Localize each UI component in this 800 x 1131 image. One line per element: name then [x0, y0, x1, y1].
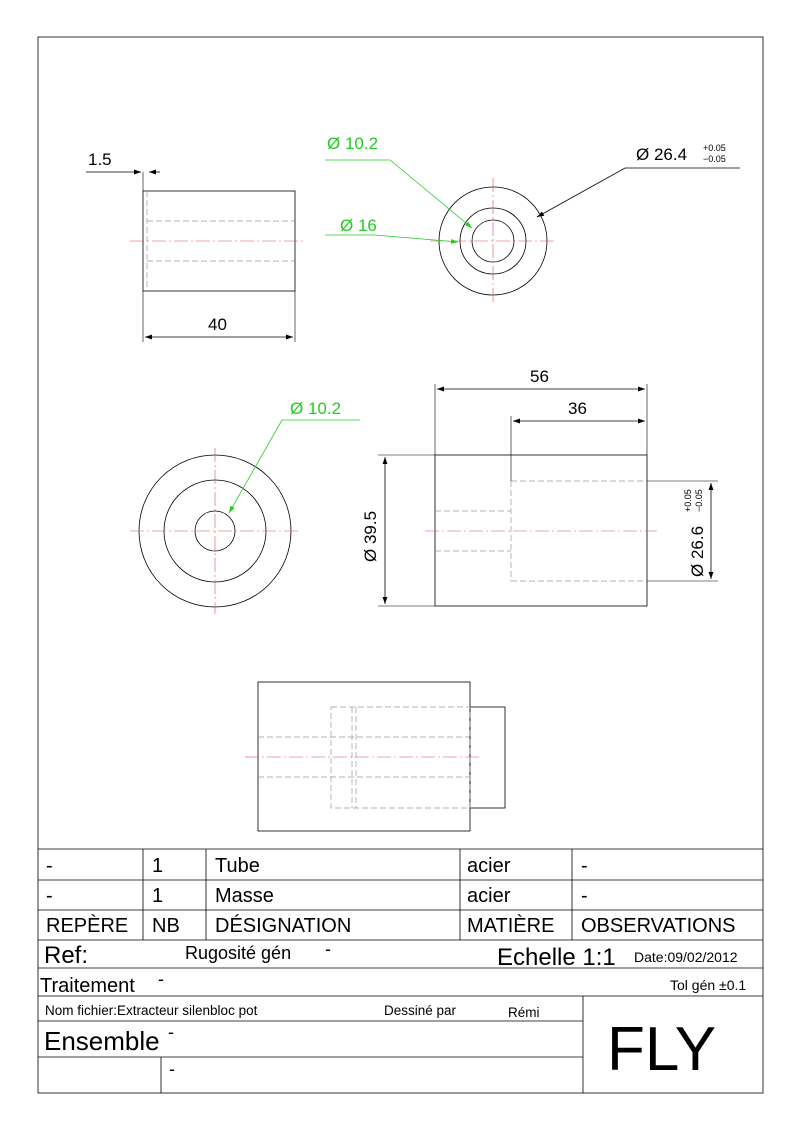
sheet-border [37, 36, 764, 1094]
dim-dia-10-2-a: Ø 10.2 [327, 134, 378, 153]
dim-40: 40 [208, 315, 227, 334]
tol-26-6-upper: +0.05 [683, 489, 693, 512]
parts-list-grid [38, 848, 763, 941]
dim-dia-26-4: Ø 26.4 [636, 145, 687, 164]
dim-56: 56 [530, 367, 549, 386]
rugosite-label: Rugosité gén [185, 943, 291, 963]
side-view-2 [378, 384, 718, 607]
row1-nb: 1 [152, 855, 163, 877]
row2-matiere: acier [467, 885, 511, 907]
nom-fichier: Nom fichier:Extracteur silenbloc pot [45, 1003, 258, 1018]
dim-dia-26-6: Ø 26.6 [688, 526, 707, 577]
dim-1-5: 1.5 [88, 150, 112, 169]
dessine-par-label: Dessiné par [384, 1003, 457, 1018]
header-repere: REPÈRE [46, 914, 128, 937]
company-name: FLY [607, 1015, 716, 1084]
ensemble-value: - [168, 1022, 174, 1042]
row1-observations: - [581, 855, 588, 877]
tol-26-4-upper: +0.05 [703, 143, 726, 153]
header-designation: DÉSIGNATION [215, 914, 351, 937]
dim-dia-16: Ø 16 [340, 216, 377, 235]
row2-designation: Masse [215, 885, 274, 907]
side-view-1 [86, 169, 305, 342]
tol-26-4-lower: −0.05 [703, 154, 726, 164]
tol-26-6-lower: −0.05 [694, 489, 704, 512]
row1-designation: Tube [215, 855, 260, 877]
dessine-par-value: Rémi [508, 1005, 540, 1020]
end-view-2 [130, 419, 360, 614]
dim-36: 36 [568, 399, 587, 418]
header-matiere: MATIÈRE [467, 914, 554, 937]
tol-gen: Tol gén ±0.1 [670, 977, 746, 993]
traitement-value: - [158, 969, 164, 989]
title-block-grid [38, 967, 763, 1093]
ensemble-value-2: - [169, 1059, 175, 1079]
dim-dia-39-5: Ø 39.5 [361, 511, 380, 562]
echelle: Echelle 1:1 [497, 944, 616, 971]
row1-matiere: acier [467, 855, 511, 877]
row2-repere: - [46, 885, 53, 907]
assembly-view [245, 681, 506, 832]
end-view-1 [325, 159, 740, 304]
ref-label: Ref: [44, 942, 88, 969]
date: Date:09/02/2012 [634, 949, 738, 965]
ensemble-label: Ensemble [44, 1026, 160, 1056]
traitement-label: Traitement [40, 975, 135, 997]
rugosite-value: - [325, 939, 331, 959]
row2-observations: - [581, 885, 588, 907]
row2-nb: 1 [152, 885, 163, 907]
row1-repere: - [46, 855, 53, 877]
dim-dia-10-2-b: Ø 10.2 [290, 399, 341, 418]
header-nb: NB [152, 915, 180, 937]
header-observations: OBSERVATIONS [581, 915, 735, 937]
